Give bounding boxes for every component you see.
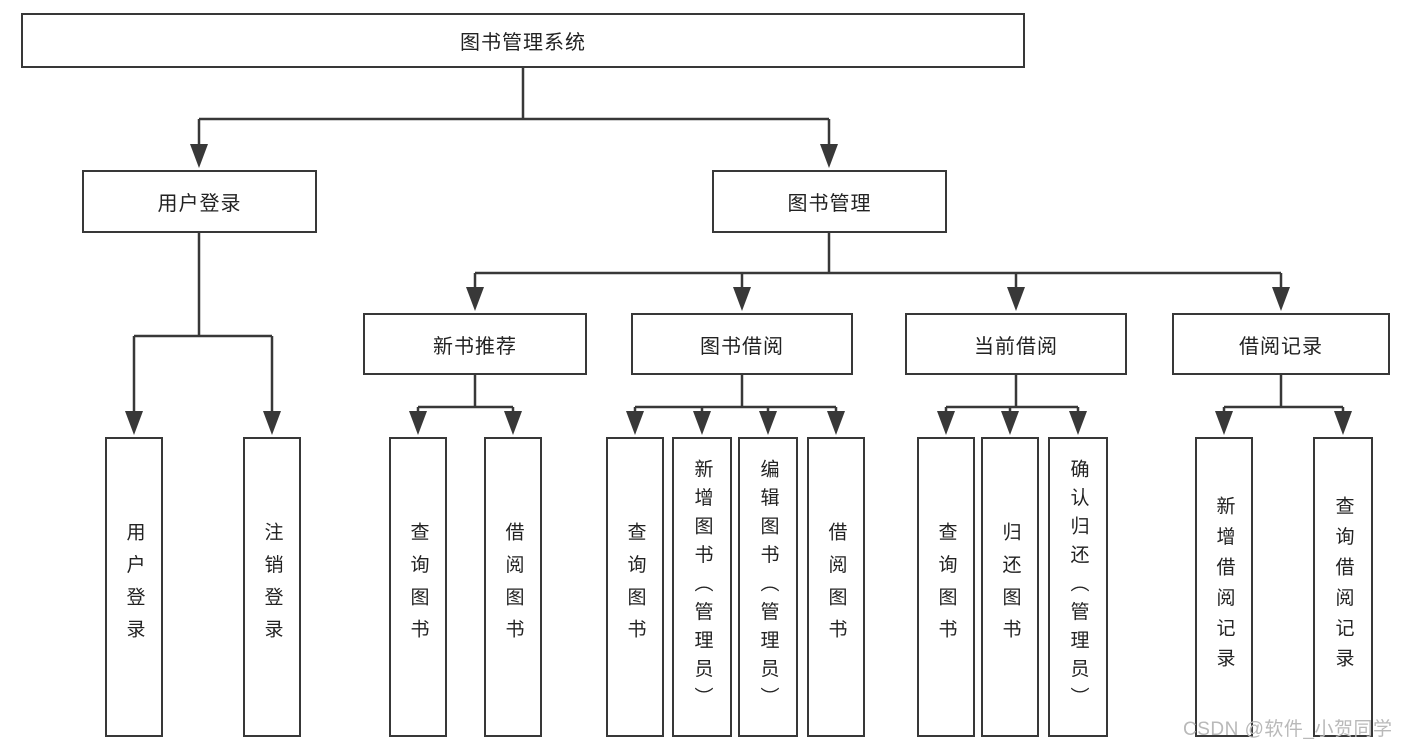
leaf-user-login: 用户登录 bbox=[105, 437, 163, 737]
leaf-query-books-3: 查询图书 bbox=[917, 437, 975, 737]
leaf-query-borrow-record: 查询借阅记录 bbox=[1313, 437, 1373, 737]
arrowheads bbox=[125, 144, 1352, 435]
leaf-borrow-books-2: 借阅图书 bbox=[807, 437, 865, 737]
leaf-query-books-2: 查询图书 bbox=[606, 437, 664, 737]
leaf-add-books-admin-label: 新增图书（管理员） bbox=[691, 458, 713, 716]
leaf-query-books-1: 查询图书 bbox=[389, 437, 447, 737]
tree-edges bbox=[132, 68, 1345, 414]
leaf-edit-books-admin-label: 编辑图书（管理员） bbox=[757, 458, 779, 716]
node-user-login-label: 用户登录 bbox=[157, 193, 242, 215]
node-borrow-records-label: 借阅记录 bbox=[1239, 335, 1323, 358]
leaf-confirm-return-admin-label: 确认归还（管理员） bbox=[1067, 458, 1089, 716]
node-new-book-recommend: 新书推荐 bbox=[363, 313, 587, 375]
node-current-borrow-label: 当前借阅 bbox=[974, 335, 1058, 358]
csdn-watermark: CSDN @软件_小贺同学 bbox=[1183, 719, 1393, 740]
node-root-system: 图书管理系统 bbox=[21, 13, 1025, 68]
leaf-confirm-return-admin: 确认归还（管理员） bbox=[1048, 437, 1108, 737]
leaf-add-borrow-record-label: 新增借阅记录 bbox=[1213, 495, 1235, 679]
leaf-borrow-books-2-label: 借阅图书 bbox=[825, 522, 847, 652]
leaf-return-books-label: 归还图书 bbox=[999, 522, 1021, 652]
node-new-book-recommend-label: 新书推荐 bbox=[433, 335, 517, 358]
node-current-borrow: 当前借阅 bbox=[905, 313, 1127, 375]
node-book-borrow: 图书借阅 bbox=[631, 313, 853, 375]
leaf-query-borrow-record-label: 查询借阅记录 bbox=[1332, 495, 1354, 679]
leaf-query-books-1-label: 查询图书 bbox=[407, 522, 429, 652]
leaf-add-borrow-record: 新增借阅记录 bbox=[1195, 437, 1253, 737]
leaf-edit-books-admin: 编辑图书（管理员） bbox=[738, 437, 798, 737]
leaf-logout: 注销登录 bbox=[243, 437, 301, 737]
node-root-label: 图书管理系统 bbox=[460, 32, 586, 54]
leaf-query-books-2-label: 查询图书 bbox=[624, 522, 646, 652]
leaf-return-books: 归还图书 bbox=[981, 437, 1039, 737]
node-borrow-records: 借阅记录 bbox=[1172, 313, 1390, 375]
leaf-user-login-label: 用户登录 bbox=[123, 522, 145, 652]
leaf-logout-label: 注销登录 bbox=[261, 522, 283, 652]
leaf-borrow-books-1: 借阅图书 bbox=[484, 437, 542, 737]
leaf-query-books-3-label: 查询图书 bbox=[935, 522, 957, 652]
leaf-add-books-admin: 新增图书（管理员） bbox=[672, 437, 732, 737]
node-book-borrow-label: 图书借阅 bbox=[700, 335, 784, 358]
node-book-management-label: 图书管理 bbox=[787, 193, 872, 215]
leaf-borrow-books-1-label: 借阅图书 bbox=[502, 522, 524, 652]
node-book-management: 图书管理 bbox=[712, 170, 947, 233]
node-user-login: 用户登录 bbox=[82, 170, 317, 233]
